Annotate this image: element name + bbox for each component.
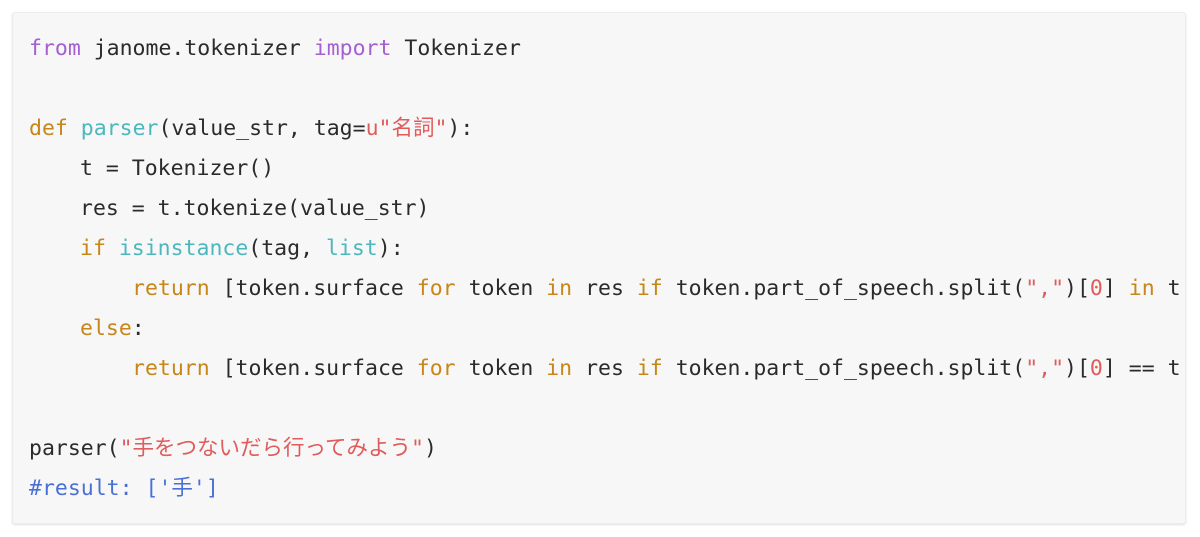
code-line: return [token.surface for token in res i…: [29, 269, 1181, 309]
code-token: t: [1154, 276, 1181, 301]
code-line: t = Tokenizer(): [29, 149, 1181, 189]
code-token: (value_str, tag=: [158, 116, 366, 141]
code-token: janome.tokenizer: [80, 36, 314, 61]
code-line: def parser(value_str, tag=u"名詞"):: [29, 109, 1181, 149]
code-token: (tag,: [248, 236, 326, 261]
code-token: [token.surface: [209, 356, 417, 381]
code-token: token: [455, 276, 547, 301]
code-token: [106, 236, 119, 261]
code-line: if isinstance(tag, list):: [29, 229, 1181, 269]
code-token: [68, 116, 81, 141]
code-token: isinstance: [118, 236, 249, 261]
code-token: res = t.tokenize(value_str): [80, 196, 430, 221]
code-token: parser(: [29, 436, 120, 461]
code-token: res: [572, 276, 637, 301]
code-line: from janome.tokenizer import Tokenizer: [29, 29, 1181, 69]
code-token: res: [572, 356, 637, 381]
code-content: from janome.tokenizer import Tokenizer de…: [29, 29, 1181, 509]
code-token: ): [423, 436, 437, 461]
code-line: parser("手をつないだら行ってみよう"): [29, 429, 1181, 469]
code-token: if: [80, 236, 106, 261]
code-token: return: [132, 356, 210, 381]
code-line: else:: [29, 309, 1181, 349]
code-token: token.part_of_speech.split(: [662, 356, 1026, 381]
code-token: )[: [1064, 276, 1090, 301]
code-line: [29, 69, 1181, 109]
code-token: if: [636, 356, 663, 381]
code-token: from: [29, 36, 81, 61]
code-token: ] == t: [1102, 356, 1181, 381]
code-token: def: [29, 116, 68, 141]
code-token: u"名詞": [365, 116, 448, 141]
code-token: list: [325, 236, 378, 261]
code-token: Tokenizer: [391, 36, 521, 61]
code-token: in: [546, 276, 573, 301]
code-token: ",": [1025, 356, 1065, 381]
code-token: t = Tokenizer(): [80, 156, 275, 181]
code-token: ):: [447, 116, 474, 141]
code-line: #result: ['手']: [29, 469, 1181, 509]
code-token: for: [416, 276, 456, 301]
code-token: [token.surface: [209, 276, 417, 301]
code-token: for: [416, 356, 456, 381]
code-token: token: [455, 356, 547, 381]
code-token: 0: [1089, 356, 1103, 381]
code-token: if: [636, 276, 663, 301]
code-token: return: [132, 276, 210, 301]
code-token: ):: [377, 236, 404, 261]
code-token: in: [546, 356, 573, 381]
code-token: else: [80, 316, 132, 341]
code-token: )[: [1064, 356, 1090, 381]
code-token: import: [313, 36, 392, 61]
code-token: in: [1128, 276, 1155, 301]
code-token: ]: [1102, 276, 1129, 301]
code-line: res = t.tokenize(value_str): [29, 189, 1181, 229]
code-block: from janome.tokenizer import Tokenizer de…: [12, 12, 1186, 524]
code-line: [29, 389, 1181, 429]
code-token: :: [131, 316, 145, 341]
code-token: 0: [1089, 276, 1103, 301]
code-token: #result: ['手']: [29, 476, 219, 501]
code-token: "手をつないだら行ってみよう": [119, 436, 424, 461]
code-line: return [token.surface for token in res i…: [29, 349, 1181, 389]
code-token: ",": [1025, 276, 1065, 301]
code-token: parser: [80, 116, 159, 141]
code-token: token.part_of_speech.split(: [662, 276, 1026, 301]
